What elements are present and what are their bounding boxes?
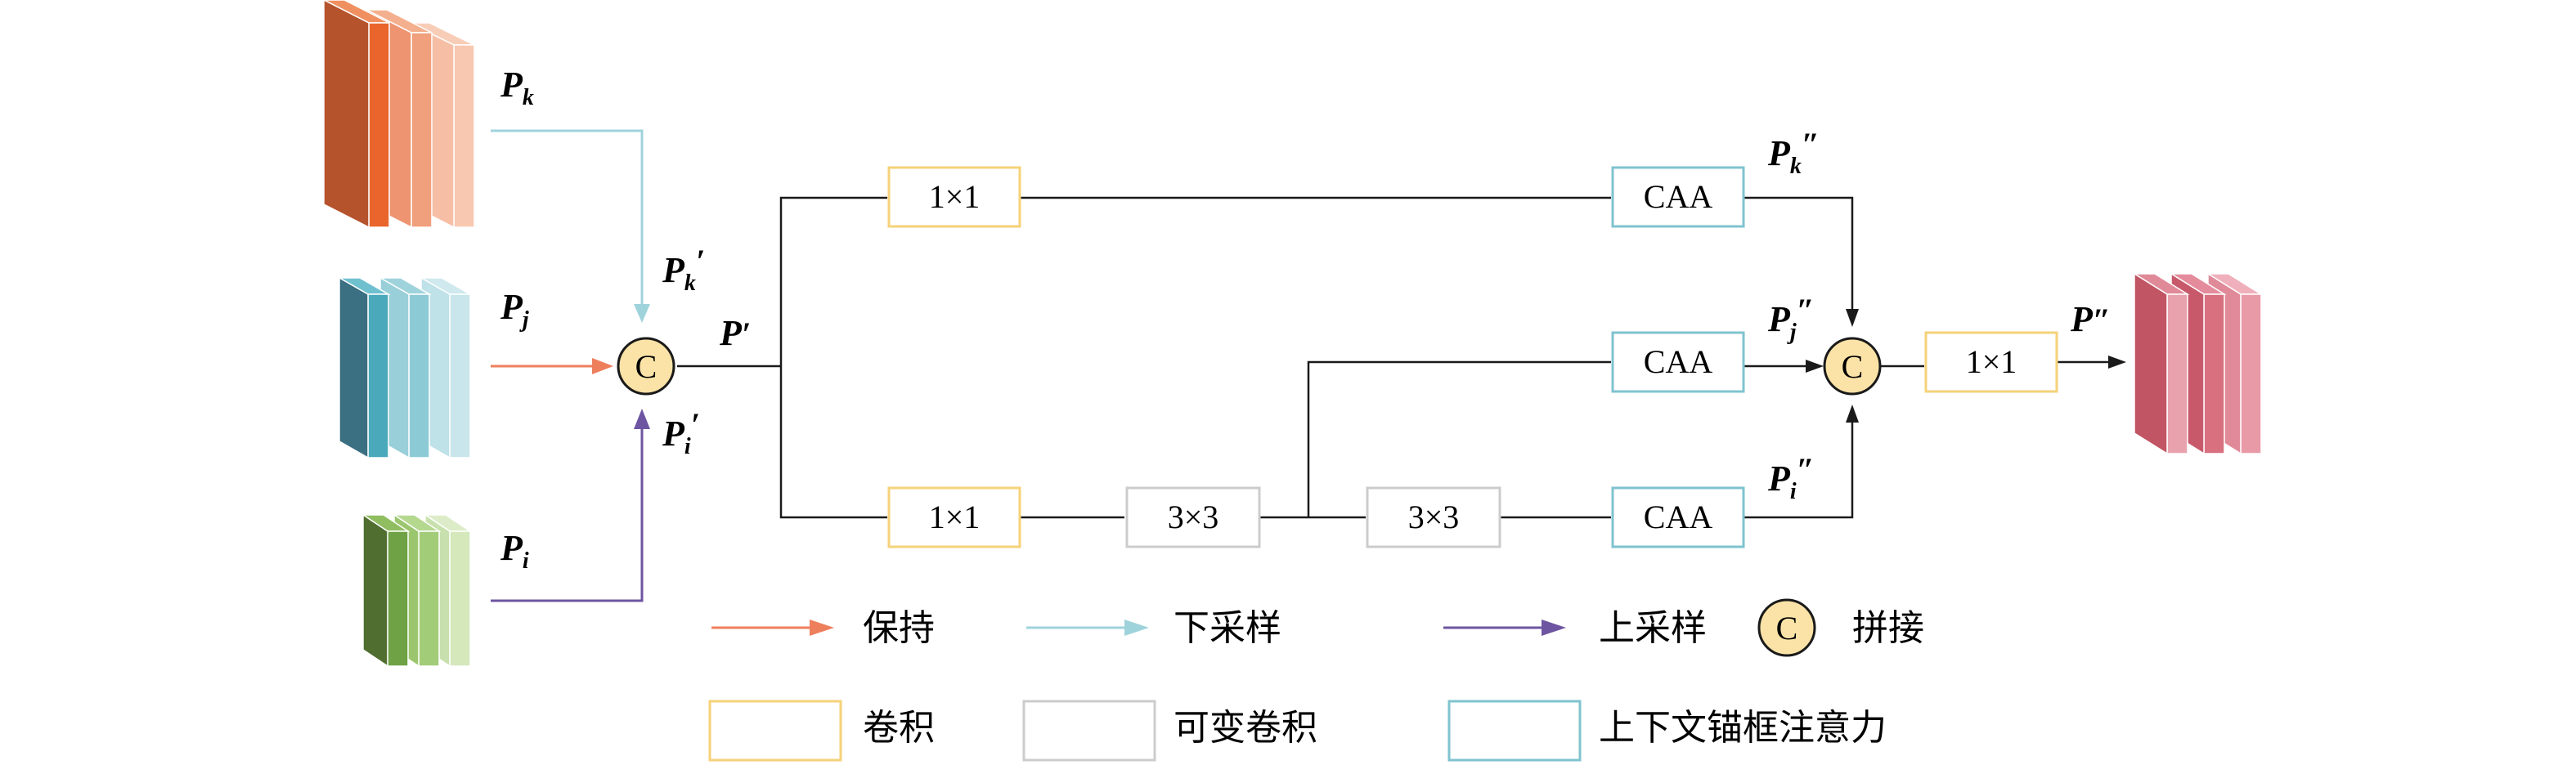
- label-pi-prime: Pi′: [662, 406, 700, 459]
- concat-node-right: C: [1823, 337, 1882, 396]
- input-stack-pj: [337, 276, 473, 459]
- svg-text:可变卷积: 可变卷积: [1174, 707, 1317, 749]
- caa-arrows: [1742, 196, 2126, 519]
- label-pj: Pj: [500, 287, 529, 333]
- conv-block-output: 1×1: [1924, 331, 2058, 393]
- svg-text:3×3: 3×3: [1408, 499, 1460, 535]
- keep-arrow-pj: [491, 358, 613, 374]
- legend-conv: 卷积: [708, 700, 935, 762]
- legend: 保持 下采样 上采样 C 拼接 卷积 可变卷积 上下文锚框注意力: [708, 598, 1924, 762]
- svg-text:卷积: 卷积: [863, 707, 935, 749]
- caa-block-mid: CAA: [1611, 331, 1745, 393]
- svg-text:上采样: 上采样: [1599, 607, 1707, 649]
- label-pk-prime: Pk′: [662, 243, 705, 296]
- connector-lines: [677, 196, 1924, 519]
- legend-concat: C 拼接: [1757, 598, 1924, 657]
- caa-block-bottom: CAA: [1611, 486, 1745, 548]
- svg-text:CAA: CAA: [1644, 499, 1713, 535]
- svg-text:1×1: 1×1: [1966, 343, 2017, 380]
- downsample-arrow-pk: [491, 129, 650, 323]
- legend-deform-conv: 可变卷积: [1022, 700, 1317, 762]
- svg-text:下采样: 下采样: [1174, 607, 1281, 649]
- label-pi: Pi: [500, 528, 529, 574]
- label-pk-dprime: Pk″: [1767, 126, 1820, 179]
- svg-text:C: C: [635, 348, 657, 385]
- conv-block-top: 1×1: [887, 166, 1021, 228]
- label-p-prime: P′: [719, 313, 751, 353]
- svg-text:1×1: 1×1: [929, 499, 981, 535]
- legend-keep: 保持: [711, 607, 935, 649]
- input-stack-pi: [361, 513, 473, 668]
- deform-conv-block-2: 3×3: [1366, 486, 1501, 548]
- input-stack-pk: [323, 0, 475, 229]
- deform-conv-block-1: 3×3: [1125, 486, 1261, 548]
- legend-upsample: 上采样: [1443, 607, 1707, 649]
- svg-text:3×3: 3×3: [1168, 499, 1219, 535]
- label-pk: Pk: [500, 65, 534, 110]
- label-pj-dprime: Pj″: [1767, 292, 1815, 345]
- concat-node-left: C: [617, 337, 675, 396]
- conv-block-bottom: 1×1: [887, 486, 1021, 548]
- output-stack: [2132, 272, 2264, 455]
- legend-downsample: 下采样: [1026, 607, 1281, 649]
- label-pi-dprime: Pi″: [1767, 451, 1815, 504]
- svg-text:C: C: [1842, 348, 1864, 385]
- svg-text:拼接: 拼接: [1852, 607, 1924, 649]
- legend-caa: 上下文锚框注意力: [1447, 700, 1887, 762]
- caa-block-top: CAA: [1611, 166, 1745, 228]
- svg-text:1×1: 1×1: [929, 178, 981, 215]
- upsample-arrow-pi: [491, 409, 650, 602]
- svg-text:CAA: CAA: [1644, 343, 1713, 380]
- label-p-dprime: P″: [2070, 299, 2111, 339]
- svg-text:C: C: [1776, 610, 1798, 646]
- svg-text:CAA: CAA: [1644, 178, 1713, 215]
- svg-text:保持: 保持: [863, 607, 935, 649]
- svg-text:上下文锚框注意力: 上下文锚框注意力: [1599, 707, 1887, 749]
